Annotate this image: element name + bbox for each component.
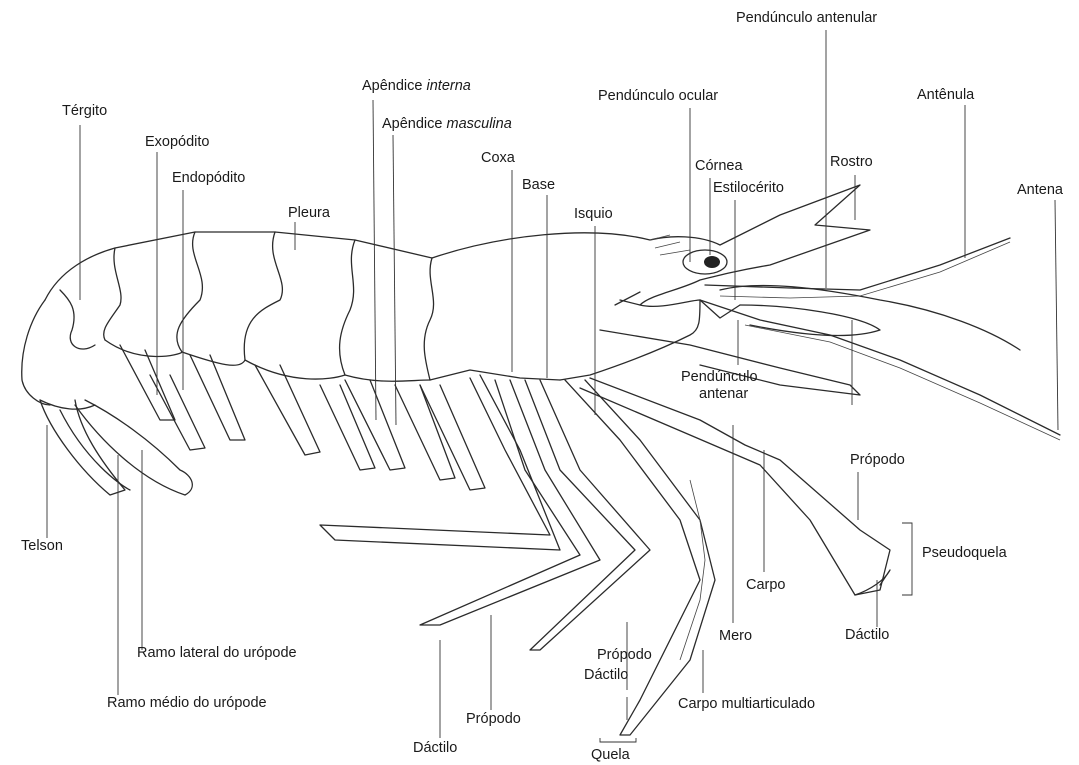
antennae: [600, 238, 1060, 440]
label-pedunculo-ocular: Pendúnculo ocular: [598, 88, 718, 104]
label-apendice-interna-italic: interna: [427, 78, 471, 94]
label-estilocerito: Estilocérito: [713, 180, 784, 196]
label-propodo-mid: Própodo: [597, 647, 652, 663]
label-coxa: Coxa: [481, 150, 515, 166]
label-dactilo-right: Dáctilo: [845, 627, 889, 643]
label-endopodito: Endopódito: [172, 170, 245, 186]
label-ramo-lateral: Ramo lateral do urópode: [137, 645, 297, 661]
label-base: Base: [522, 177, 555, 193]
label-telson: Telson: [21, 538, 63, 554]
label-ramo-medio: Ramo médio do urópode: [107, 695, 267, 711]
label-antenula: Antênula: [917, 87, 974, 103]
label-apendice-masculina-prefix: Apêndice: [382, 116, 447, 132]
abdomen: [22, 232, 560, 409]
label-tergito: Térgito: [62, 103, 107, 119]
label-pedunculo-antenar-1: Pendúnculo: [681, 369, 758, 385]
label-rostro: Rostro: [830, 154, 873, 170]
label-pseudoquela: Pseudoquela: [922, 545, 1007, 561]
pleopods: [120, 345, 485, 490]
label-carpo-multiarticulado: Carpo multiarticulado: [678, 696, 815, 712]
label-carpo: Carpo: [746, 577, 786, 593]
label-antena: Antena: [1017, 182, 1063, 198]
label-pedunculo-antenar-2: antenar: [699, 386, 748, 402]
label-exopodito: Exopódito: [145, 134, 210, 150]
carapace: [432, 185, 870, 380]
label-mero: Mero: [719, 628, 752, 644]
label-pedunculo-antenular: Pendúnculo antenular: [736, 10, 877, 26]
label-dactilo-bottom: Dáctilo: [413, 740, 457, 756]
label-isquio: Isquio: [574, 206, 613, 222]
label-pleura: Pleura: [288, 205, 330, 221]
label-apendice-masculina: Apêndice masculina: [382, 116, 512, 132]
label-quela: Quela: [591, 747, 630, 763]
label-apendice-interna-prefix: Apêndice: [362, 78, 427, 94]
label-apendice-masculina-italic: masculina: [447, 116, 512, 132]
label-dactilo-mid: Dáctilo: [584, 667, 628, 683]
label-cornea: Córnea: [695, 158, 743, 174]
tail-fan: [40, 400, 192, 495]
label-apendice-interna: Apêndice interna: [362, 78, 471, 94]
label-propodo-bottom: Própodo: [466, 711, 521, 727]
label-propodo-right: Própodo: [850, 452, 905, 468]
